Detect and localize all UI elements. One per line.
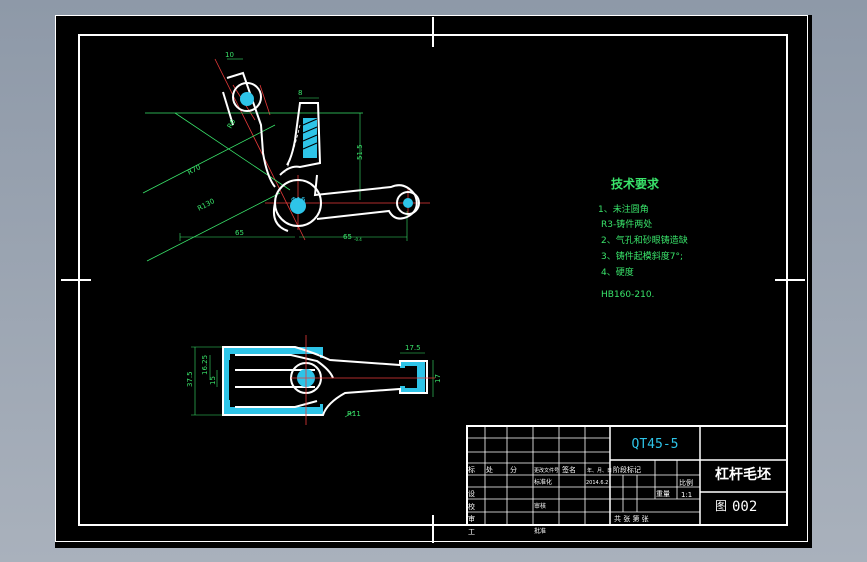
tech-line-0: 1、未注圆角 bbox=[598, 203, 649, 215]
cad-viewport[interactable]: QT45-5 杠杆毛坯 图 002 标 处 分 更改文件号 签名 年、月、日 设… bbox=[55, 15, 812, 548]
dim-65b: 65 bbox=[343, 233, 352, 241]
dim-r6: R6 bbox=[226, 117, 238, 130]
mid-col-1: 审核 bbox=[534, 502, 546, 510]
scale-value: 1:1 bbox=[681, 491, 692, 499]
mid-col-0: 标准化 bbox=[534, 478, 552, 486]
sheet-inner-frame bbox=[78, 34, 788, 526]
row-label-1: 处 bbox=[486, 465, 493, 474]
row-label-3: 更改文件号 bbox=[534, 467, 559, 474]
material-label: QT45-5 bbox=[632, 437, 679, 452]
drawing-no: 002 bbox=[732, 499, 757, 515]
tech-line-4: 4、硬度 bbox=[601, 266, 634, 278]
title-block bbox=[466, 425, 788, 526]
dim-51-5: 51.5 bbox=[356, 144, 364, 160]
drawing-no-label: 图 bbox=[715, 499, 727, 513]
dim-17-5: 17.5 bbox=[405, 344, 421, 352]
dim-r11: R11 bbox=[347, 410, 361, 418]
dim-65a: 65 bbox=[235, 229, 244, 237]
tech-line-5: HB160-210. bbox=[601, 290, 654, 300]
tech-line-3: 3、铸件起模斜度7°; bbox=[601, 250, 683, 262]
dim-8: 8 bbox=[298, 89, 302, 97]
row-label-2: 分 bbox=[510, 465, 517, 474]
tech-line-1: R3-铸件两处 bbox=[601, 218, 652, 230]
row-label-4: 签名 bbox=[562, 465, 576, 474]
tech-heading: 技术要求 bbox=[611, 176, 660, 191]
dim-16-25: 16.25 bbox=[201, 355, 209, 375]
left-col-0: 设 bbox=[468, 489, 475, 498]
scale-label: 比例 bbox=[679, 478, 693, 487]
dim-15: 15 bbox=[209, 376, 217, 385]
sheet-outer-border bbox=[55, 15, 808, 542]
dim-phi16: Φ16 bbox=[291, 196, 306, 204]
left-col-3: 工 bbox=[468, 528, 475, 536]
row-label-5: 年、月、日 bbox=[587, 467, 612, 474]
sheet-label: 共 张 第 张 bbox=[614, 514, 649, 523]
mid-col-2: 批准 bbox=[534, 527, 546, 535]
row-label-0: 标 bbox=[468, 465, 475, 474]
left-col-2: 审 bbox=[468, 514, 475, 523]
left-col-1: 校 bbox=[468, 502, 475, 511]
dim-17: 17 bbox=[434, 374, 442, 383]
dim-10: 10 bbox=[225, 51, 234, 59]
dim-37-5: 37.5 bbox=[186, 371, 194, 387]
part-name: 杠杆毛坯 bbox=[715, 466, 771, 483]
centering-marks bbox=[61, 17, 805, 543]
stage-label: 阶段标记 bbox=[613, 465, 641, 474]
drawing-canvas: QT45-5 杠杆毛坯 图 002 标 处 分 更改文件号 签名 年、月、日 设… bbox=[55, 15, 808, 543]
dim-r70: R70 bbox=[186, 163, 202, 177]
tech-line-2: 2、气孔和砂眼铸造缺 bbox=[601, 234, 688, 246]
weight-label: 重量 bbox=[656, 490, 670, 498]
lever-section-view bbox=[191, 335, 435, 425]
dim-r130: R130 bbox=[196, 197, 216, 213]
dim-65b-tol: -0.4 bbox=[354, 237, 362, 242]
lever-front-view bbox=[142, 58, 430, 262]
date-value: 2014.6.2 bbox=[586, 480, 608, 486]
